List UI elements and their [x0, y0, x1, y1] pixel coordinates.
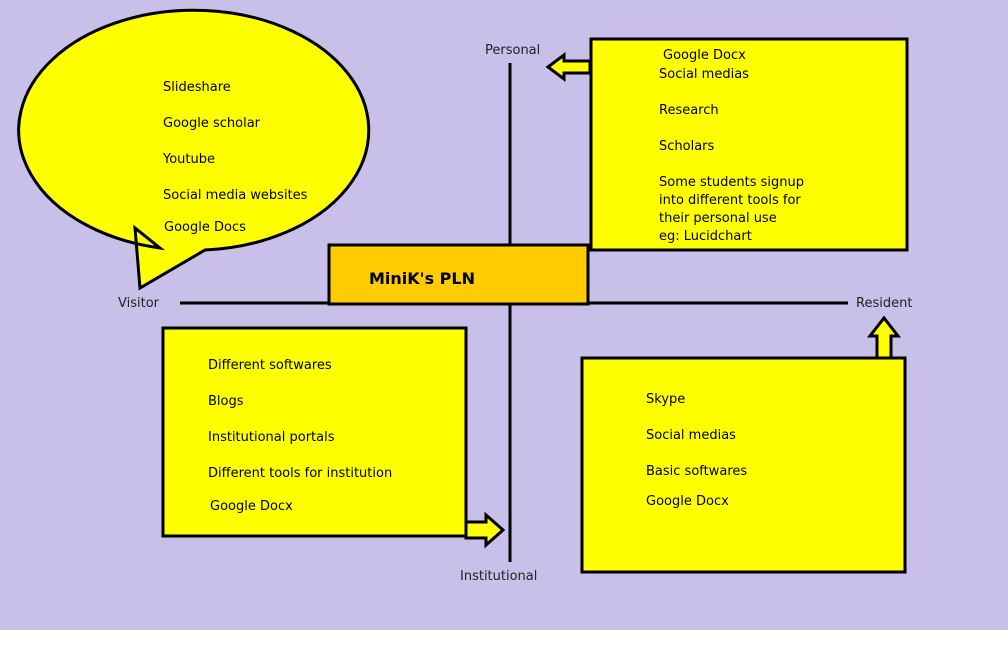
bubble-item: Google scholar	[163, 116, 261, 131]
bottom-right-item: Skype	[646, 392, 686, 407]
top-right-item: Some students signup	[659, 175, 804, 190]
bottom-left-item: Blogs	[208, 394, 244, 409]
axis-label-institutional: Institutional	[460, 569, 538, 584]
title-box	[327, 243, 590, 306]
diagram-canvas: Personal Institutional Visitor Resident …	[0, 0, 1008, 630]
bottom-left-item: Institutional portals	[208, 430, 335, 445]
bubble-item: Social media websites	[163, 188, 308, 203]
bubble-item: Youtube	[163, 152, 215, 167]
arrow-up-icon	[866, 315, 902, 360]
top-right-item: eg: Lucidchart	[659, 229, 752, 244]
top-right-item: their personal use	[659, 211, 777, 226]
diagram-title: MiniK's PLN	[369, 269, 475, 288]
bubble-item: Slideshare	[163, 80, 231, 95]
bottom-right-item: Social medias	[646, 428, 736, 443]
axis-label-personal: Personal	[485, 43, 541, 58]
speech-bubble	[17, 8, 371, 291]
top-right-item: Research	[659, 103, 719, 118]
top-right-item: Google Docx	[663, 48, 746, 63]
arrow-left-icon	[545, 52, 592, 82]
bottom-right-box	[580, 356, 907, 574]
bottom-right-item: Google Docx	[646, 494, 729, 509]
axis-label-visitor: Visitor	[118, 296, 159, 311]
diagram-shapes	[17, 8, 909, 574]
bubble-item: Google Docs	[164, 220, 246, 235]
axis-label-resident: Resident	[856, 296, 913, 311]
top-right-item: Social medias	[659, 67, 749, 82]
bottom-left-item: Different tools for institution	[208, 466, 393, 481]
bottom-right-item: Basic softwares	[646, 464, 748, 479]
bottom-left-box	[161, 326, 468, 538]
bottom-left-item: Different softwares	[208, 358, 332, 373]
top-right-item: Scholars	[659, 139, 715, 154]
bottom-left-item: Google Docx	[210, 499, 293, 514]
top-right-box	[589, 37, 909, 252]
arrow-right-icon	[464, 511, 506, 549]
top-right-item: into different tools for	[659, 193, 801, 208]
